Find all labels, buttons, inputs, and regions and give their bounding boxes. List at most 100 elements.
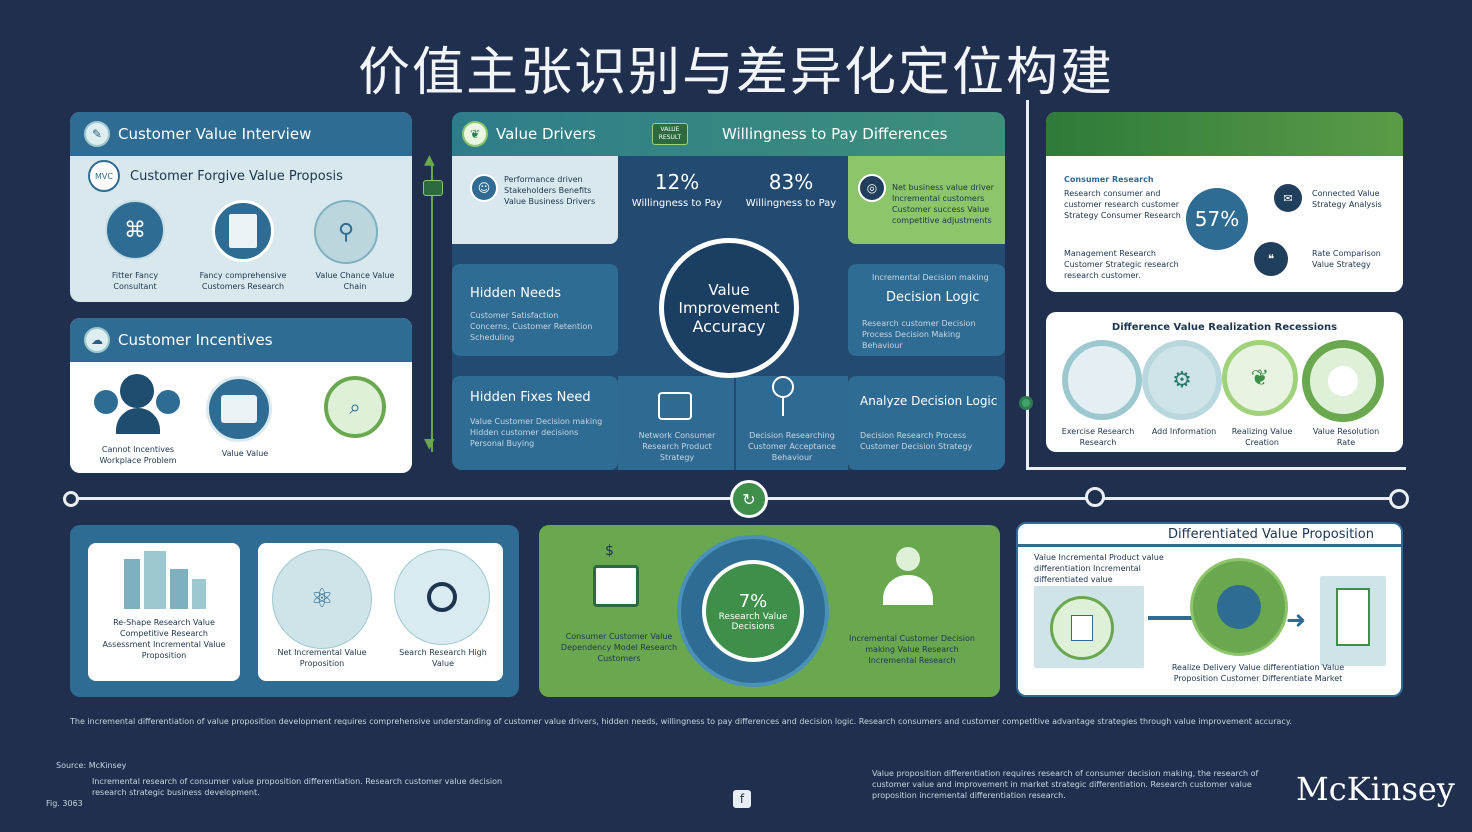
timeline-node-right	[1389, 489, 1409, 509]
footer-right-text: Value proposition differentiation requir…	[872, 769, 1259, 800]
research-label: Consumer Research	[1064, 175, 1154, 184]
globe-icon	[206, 376, 272, 442]
card-caption: Net Incremental Value Proposition	[277, 648, 367, 668]
panel-caption: Realize Delivery Value differentiation V…	[1171, 663, 1345, 683]
dollar-icon: $	[605, 543, 614, 559]
cycle-label: Research Value Decisions	[718, 611, 788, 632]
people-icon	[94, 374, 184, 434]
research-column-a	[618, 376, 734, 470]
card-text: Performance driven Stakeholders Benefits…	[504, 175, 596, 206]
panel-title: Difference Value Realization Recessions	[1111, 322, 1338, 333]
sub-title: Customer Forgive Value Proposis	[130, 168, 343, 184]
left-text: Consumer Customer Value Dependency Model…	[560, 632, 678, 663]
decision-logic-card	[848, 264, 1005, 356]
panel-header-bar	[1018, 544, 1401, 547]
customer-incentives-panel: ☁ Customer Incentives ⌕ Cannot Incentive…	[70, 318, 412, 473]
analyze-title: Analyze Decision Logic	[860, 394, 998, 408]
side-text: Connected Value Strategy Analysis	[1312, 189, 1382, 209]
right-horizontal-line	[1026, 467, 1406, 470]
customer-value-interview-panel: ✎ Customer Value Interview MVC Customer …	[70, 112, 412, 302]
left-vertical-line	[431, 162, 433, 452]
lightbulb-icon	[772, 376, 794, 398]
chat-bubble-icon: ✉	[1274, 184, 1302, 212]
research-column-a-text: Network Consumer Research Product Strate…	[638, 431, 716, 462]
value-hub: Value Improvement Accuracy	[659, 238, 799, 378]
item-caption: Exercise Research Research	[1061, 427, 1135, 447]
cycle-percent: 7%	[738, 590, 768, 612]
arrow-up-icon: ▲	[424, 152, 435, 168]
search-chart-icon: ⌕	[324, 376, 386, 438]
panel-header	[1046, 112, 1403, 156]
item-caption: Value Chance Value Chain	[315, 271, 395, 291]
left-line-badge-icon	[423, 180, 443, 196]
document-circle-icon	[1050, 596, 1114, 660]
decision-cycle-inner: 7% Research Value Decisions	[702, 560, 804, 662]
value-drivers-label: Value Drivers	[496, 125, 596, 143]
analyze-decision-card	[848, 376, 1005, 470]
card-caption: Search Research High Value	[399, 648, 487, 668]
brand-logo: McKinsey	[1296, 770, 1455, 808]
person-circle-icon	[1190, 558, 1288, 656]
value-badge: VALUE RESULT	[651, 123, 688, 145]
realization-icon-4	[1302, 340, 1384, 422]
panel-header: ❦ Value Drivers VALUE RESULT Willingness…	[452, 112, 1005, 156]
research-column-b-text: Decision Researching Customer Acceptance…	[748, 431, 836, 462]
card-caption: Re-Shape Research Value Competitive Rese…	[102, 618, 226, 660]
hidden-fixes-title: Hidden Fixes Need	[470, 390, 591, 405]
city-icon	[102, 551, 226, 611]
source-label: Source: McKinsey	[56, 761, 127, 770]
side-text: Rate Comparison Value Strategy	[1312, 249, 1381, 269]
card-text: Net business value driver Incremental cu…	[892, 183, 994, 225]
panel-header-label: Customer Incentives	[118, 331, 273, 349]
target-icon: ◎	[858, 174, 886, 202]
hub-line: Improvement	[678, 298, 780, 317]
right-node	[1019, 396, 1033, 410]
timeline-node-left	[63, 491, 79, 507]
page-number: Fig. 3063	[46, 799, 83, 808]
research-note: Management Research Customer Strategic r…	[1064, 249, 1179, 280]
panel-text: Value Incremental Product value differen…	[1034, 553, 1164, 584]
percent-circle: 57%	[1186, 188, 1248, 250]
pen-icon: ✎	[84, 121, 110, 147]
timeline-node-mid	[1085, 487, 1105, 507]
wtp-left-label: Willingness to Pay	[631, 198, 723, 209]
right-text: Incremental Customer Decision making Val…	[849, 634, 975, 665]
share-icon[interactable]: f	[733, 790, 751, 808]
panel-header-label: Customer Value Interview	[118, 125, 312, 143]
briefcase-icon	[658, 392, 692, 420]
value-drivers-panel: ❦ Value Drivers VALUE RESULT Willingness…	[452, 112, 1005, 470]
decision-top-text: Incremental Decision making	[872, 273, 989, 282]
chat-icon: ☁	[84, 327, 110, 353]
realization-icon-1	[1062, 340, 1142, 420]
magnifier-icon	[394, 549, 490, 645]
network-icon: ⌘	[105, 200, 165, 260]
refresh-node-icon: ↻	[730, 480, 768, 518]
page-title: 价值主张识别与差异化定位构建	[357, 43, 1114, 103]
user-icon: ☺	[470, 174, 498, 202]
item-caption: Value Value	[221, 449, 269, 458]
wtp-differences-label: Willingness to Pay Differences	[721, 125, 948, 143]
hidden-needs-text: Customer Satisfaction Concerns, Customer…	[470, 311, 593, 342]
report-icon	[593, 565, 639, 607]
item-caption: Add Information	[1151, 427, 1217, 436]
person-icon	[883, 547, 933, 607]
arrow-down-icon: ▼	[424, 436, 435, 452]
realization-icon-3: ❦	[1222, 340, 1298, 416]
value-decisions-panel: $ Consumer Customer Value Dependency Mod…	[539, 525, 1000, 697]
building-icon	[1336, 588, 1370, 646]
document-icon	[212, 200, 274, 262]
decision-logic-text: Research customer Decision Process Decis…	[862, 319, 976, 350]
hidden-needs-card	[452, 264, 618, 356]
panel-header: ✎ Customer Value Interview	[70, 112, 412, 156]
decision-logic-title: Decision Logic	[886, 290, 980, 305]
panel-header: ☁ Customer Incentives	[70, 318, 412, 362]
analyze-text: Decision Research Process Customer Decis…	[860, 431, 973, 451]
right-vertical-line	[1026, 100, 1029, 470]
hidden-needs-title: Hidden Needs	[470, 286, 562, 301]
hidden-fixes-text: Value Customer Decision making Hidden cu…	[470, 417, 603, 448]
item-caption: Fitter Fancy Consultant	[111, 271, 159, 291]
incremental-value-panel: Re-Shape Research Value Competitive Rese…	[70, 525, 519, 697]
differentiated-value-panel: Differentiated Value Proposition Value I…	[1016, 522, 1403, 697]
arrow-right-icon	[1148, 616, 1192, 620]
footer-paragraph: The incremental differentiation of value…	[70, 717, 1292, 726]
